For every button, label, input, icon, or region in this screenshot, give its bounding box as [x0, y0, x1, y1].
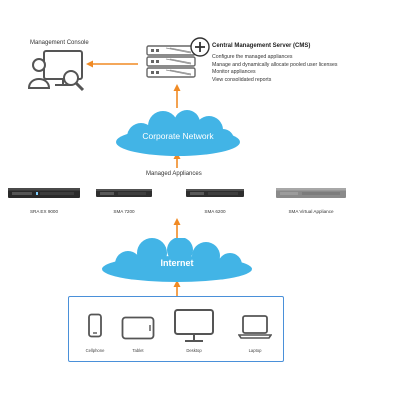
- device-label: Desktop: [186, 348, 202, 353]
- appliance-sma-virtual: [276, 188, 346, 198]
- management-console-label: Management Console: [30, 40, 89, 46]
- appliance-sra-ex-9000: [8, 188, 80, 198]
- internet-label: Internet: [160, 258, 194, 268]
- arrow-cms-to-console: [86, 60, 138, 68]
- cms-bullet: Manage and dynamically allocate pooled u…: [212, 61, 338, 68]
- managed-appliances-heading: Managed Appliances: [146, 171, 202, 177]
- device-label: Cellphone: [85, 348, 105, 353]
- user-monitor-search-icon: [27, 50, 85, 92]
- cms-bullet: Configure the managed appliances: [212, 54, 293, 60]
- appliances-row: [8, 188, 346, 198]
- corporate-network-label: Corporate Network: [142, 131, 214, 141]
- appliance-label: SRA EX 9000: [29, 209, 59, 214]
- corporate-network-cloud: [116, 110, 240, 156]
- internet-cloud: [102, 238, 252, 282]
- laptop-icon: [238, 315, 272, 339]
- cms-bullet-list: Configure the managed appliances Manage …: [212, 54, 337, 84]
- appliance-sma-6200: [186, 189, 244, 197]
- arrow-network-to-cms: [173, 84, 181, 108]
- cms-bullet: Monitor appliances: [212, 69, 256, 76]
- appliance-label: SMA 6200: [204, 209, 226, 214]
- server-stack-plus-icon: [146, 37, 210, 78]
- cellphone-icon: [88, 313, 102, 338]
- devices-box: [68, 296, 284, 362]
- appliance-label: SMA 7200: [113, 209, 135, 214]
- arrow-internet-to-appliances: [173, 218, 181, 238]
- desktop-icon: [174, 309, 214, 342]
- appliance-label: SMA Virtual Appliance: [288, 209, 334, 214]
- cms-title: Central Management Server (CMS): [212, 43, 311, 49]
- device-label: Laptop: [248, 348, 262, 353]
- cms-bullet: View consolidated reports: [212, 76, 272, 83]
- arrow-devices-to-internet: [173, 280, 181, 296]
- appliance-sma-7200: [96, 189, 152, 197]
- device-label: Tablet: [132, 348, 144, 353]
- tablet-icon: [121, 316, 155, 340]
